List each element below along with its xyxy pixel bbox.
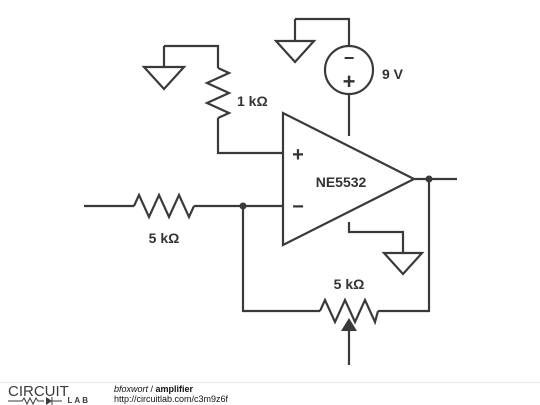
author-name[interactable]: bfoxwort: [114, 384, 149, 394]
ground-symbol-bottom-right: [381, 251, 425, 276]
wire-1k-to-plus: [216, 118, 283, 155]
logo-wordmark-top: CIRCUIT: [8, 383, 69, 400]
potentiometer-5k: [318, 297, 380, 365]
wire-feedback-left: [241, 206, 320, 313]
circuit-credit: bfoxwort / amplifier: [114, 384, 193, 394]
ground-symbol-top-left: [141, 46, 187, 91]
opamp-plus-sign: +: [292, 144, 304, 166]
logo-circuit-icon: [8, 396, 62, 405]
wire-feedback-right: [378, 179, 431, 313]
resistor-5k-input: [132, 192, 196, 220]
wire-ground-to-1k: [164, 44, 220, 68]
voltage-source-plus: +: [343, 69, 356, 94]
potentiometer-5k-label: 5 kΩ: [334, 276, 365, 292]
resistor-1k: [204, 66, 232, 120]
voltage-source-minus: −: [344, 48, 355, 68]
opamp-ne5532: + − NE5532: [281, 111, 417, 247]
voltage-source-9v: − +: [323, 44, 375, 96]
circuit-url-link[interactable]: http://circuitlab.com/c3m9z6f: [114, 394, 229, 404]
wire-opamp-to-ground: [347, 222, 405, 252]
circuitlab-logo[interactable]: CIRCUIT LAB: [8, 383, 92, 405]
ground-symbol-supply: [273, 19, 317, 64]
schematic-diagram: 1 kΩ − + 9 V + − NE5532 5 kΩ 5 k: [84, 17, 457, 365]
footer-divider: [0, 382, 540, 383]
voltage-source-label: 9 V: [382, 66, 404, 82]
opamp-part-label: NE5532: [316, 174, 367, 190]
logo-lab-text: LAB: [67, 396, 90, 405]
circuit-title[interactable]: amplifier: [155, 384, 194, 394]
opamp-minus-sign: −: [292, 196, 304, 218]
wire-ground-to-supply: [295, 17, 351, 46]
footer: CIRCUIT LAB bfoxwort / amplifier http://…: [0, 382, 540, 405]
credit-separator: /: [148, 384, 156, 394]
logo-wordmark-bottom: LAB: [8, 396, 92, 405]
resistor-1k-label: 1 kΩ: [237, 93, 268, 109]
resistor-5k-input-label: 5 kΩ: [149, 230, 180, 246]
